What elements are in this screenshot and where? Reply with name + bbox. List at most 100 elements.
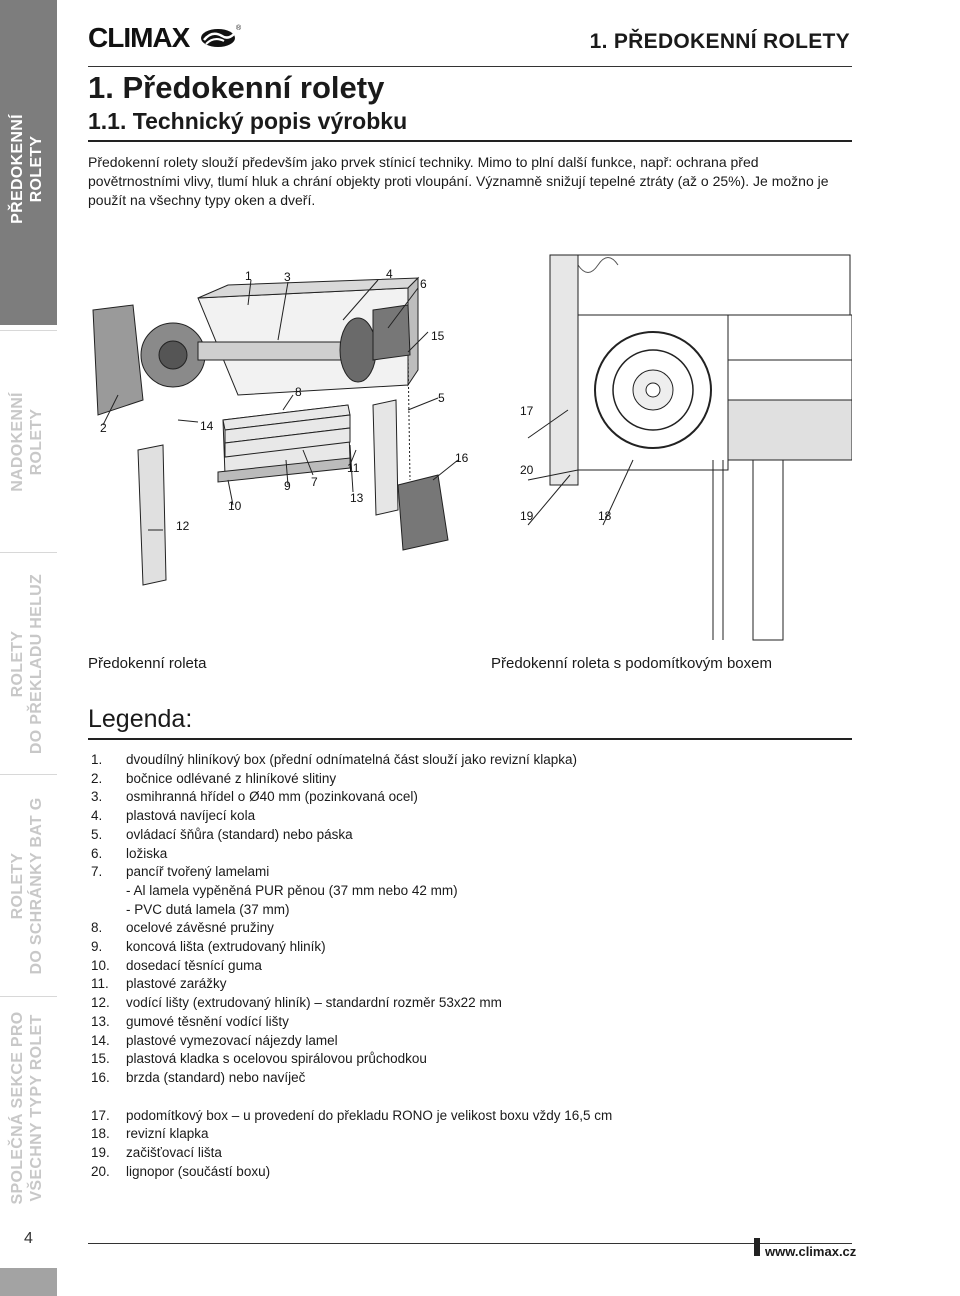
sidebar-label-line1: PŘEDOKENNÍ (9, 114, 26, 224)
svg-text:®: ® (236, 24, 242, 32)
subtitle-divider (88, 140, 852, 142)
legend-item-number: 13. (91, 1013, 110, 1029)
legend-item-text: osmihranná hřídel o Ø40 mm (pozinkovaná … (126, 789, 418, 805)
legend-item-text: gumové těsnění vodící lišty (126, 1013, 289, 1029)
fig-label-3: 3 (284, 270, 291, 284)
caption-left: Předokenní roleta (88, 655, 207, 672)
fig-label-13: 13 (350, 491, 364, 505)
fig-label-18: 18 (598, 509, 612, 523)
sidebar-section-nadokenni[interactable]: NADOKENNÍ ROLETY (0, 330, 57, 551)
legend-item-text: - Al lamela vypěněná PUR pěnou (37 mm ne… (126, 882, 458, 898)
intro-paragraph: Předokenní rolety slouží především jako … (88, 154, 829, 208)
legend-divider (88, 738, 852, 740)
legend-item-text: bočnice odlévané z hliníkové slitiny (126, 770, 337, 786)
legend-item-number (91, 901, 126, 920)
fig-label-7: 7 (311, 475, 318, 489)
legend-item-text: dosedací těsnící guma (126, 957, 262, 973)
sidebar-label-line1: ROLETY (9, 630, 26, 698)
sidebar-section-batg[interactable]: ROLETY DO SCHRÁNKY BAT G (0, 774, 57, 995)
sidebar-label-line2: DO PŘEKLADU HELUZ (28, 573, 45, 755)
footer-url[interactable]: www.climax.cz (765, 1244, 857, 1259)
legend-item-number: 1. (91, 752, 103, 767)
sidebar: PŘEDOKENNÍ ROLETY NADOKENNÍ ROLETY ROLET… (0, 0, 57, 1296)
fig-label-9: 9 (284, 479, 291, 493)
product-figure: 1 3 4 6 15 2 14 8 5 16 7 11 9 10 13 12 1… (88, 250, 853, 650)
caption-right: Předokenní roleta s podomítkovým boxem (491, 655, 772, 672)
legend-item-number: 9. (91, 939, 103, 955)
legend-item-text: plastová navíjecí kola (126, 808, 256, 824)
fig-label-19: 19 (520, 509, 534, 523)
legend-item-number (91, 882, 126, 901)
sidebar-section-spolecna[interactable]: SPOLEČNÁ SEKCE PRO VŠECHNY TYPY ROLET (0, 996, 57, 1217)
page-number-block (0, 1268, 57, 1296)
fig-label-16: 16 (455, 451, 469, 465)
legend-item-text: - PVC dutá lamela (37 mm) (126, 901, 290, 917)
legend-item-number: 11. (91, 976, 109, 992)
legend-item: 2.bočnice odlévané z hliníkové slitiny (91, 770, 851, 789)
legend-item-text: začišťovací lišta (126, 1145, 222, 1161)
fig-label-10: 10 (228, 499, 242, 513)
legend-item-text: plastové vymezovací nájezdy lamel (126, 1032, 338, 1048)
legend-item-number: 17. (91, 1107, 110, 1123)
legend-item-text: brzda (standard) nebo navíječ (126, 1069, 306, 1085)
legend-item: 14.plastové vymezovací nájezdy lamel (91, 1032, 851, 1051)
fig-label-15: 15 (431, 329, 445, 343)
legend-item-text: pancíř tvořený lamelami (126, 864, 270, 880)
climax-logo: CLIMAX ® (88, 22, 243, 57)
legend-item: 5. ovládací šňůra (standard) nebo páska (91, 826, 851, 845)
sidebar-label-line1: ROLETY (9, 852, 26, 920)
legend-item-text: ložiska (126, 845, 168, 861)
podomitkovy-box-drawing (527, 254, 853, 641)
legend-item: 7.pancíř tvořený lamelami (91, 863, 851, 882)
sidebar-label-line2: VŠECHNY TYPY ROLET (28, 1014, 45, 1202)
legend-item-number: 12. (91, 995, 110, 1011)
svg-text:CLIMAX: CLIMAX (88, 22, 191, 52)
legend-item-number: 15. (91, 1051, 110, 1067)
fig-label-5: 5 (438, 391, 445, 405)
legend-item: 10.dosedací těsnící guma (91, 957, 851, 976)
section-header-title: 1. PŘEDOKENNÍ ROLETY (589, 30, 850, 53)
legend-list: 1. dvoudílný hliníkový box (přední odníma… (91, 751, 851, 1181)
legend-item-number: 18. (91, 1126, 110, 1142)
legend-item: 8.ocelové závěsné pružiny (91, 919, 851, 938)
footer-divider (88, 1243, 852, 1244)
legend-item: 11.plastové zarážky (91, 975, 851, 994)
fig-label-1: 1 (245, 269, 252, 283)
sidebar-label-line2: ROLETY (28, 135, 45, 203)
legend-item: 20.lignopor (součástí boxu) (91, 1163, 851, 1182)
legend-item-text: ovládací šňůra (standard) nebo páska (126, 826, 353, 842)
sidebar-section-predokenni[interactable]: PŘEDOKENNÍ ROLETY (0, 0, 57, 325)
legend-item-text: dvoudílný hliníkový box (přední odnímate… (126, 752, 577, 767)
header-divider (88, 66, 852, 67)
legend-item: 9. koncová lišta (extrudovaný hliník) (91, 938, 851, 957)
legend-item: 13. gumové těsnění vodící lišty (91, 1013, 851, 1032)
fig-label-8: 8 (295, 385, 302, 399)
legend-item: 1. dvoudílný hliníkový box (přední odníma… (91, 751, 851, 770)
legend-item-number: 8. (91, 920, 103, 936)
legend-item-text: plastová kladka s ocelovou spirálovou pr… (126, 1051, 427, 1067)
fig-label-20: 20 (520, 463, 534, 477)
figure-number-labels: 1 3 4 6 15 2 14 8 5 16 7 11 9 10 13 12 1… (100, 267, 612, 533)
exploded-roleta-drawing (92, 276, 459, 586)
legend-item: 3.osmihranná hřídel o Ø40 mm (pozinkovan… (91, 788, 851, 807)
fig-label-6: 6 (420, 277, 427, 291)
legend-item: 12. vodící lišty (extrudovaný hliník) – s… (91, 994, 851, 1013)
fig-label-2: 2 (100, 421, 107, 435)
sidebar-section-heluz[interactable]: ROLETY DO PŘEKLADU HELUZ (0, 552, 57, 773)
sidebar-label-line2: ROLETY (28, 408, 45, 476)
sidebar-label-line2: DO SCHRÁNKY BAT G (28, 797, 45, 975)
legend-item: 4.plastová navíjecí kola (91, 807, 851, 826)
legend-title: Legenda: (88, 705, 193, 733)
legend-item: 18.revizní klapka (91, 1125, 851, 1144)
legend-item-text: koncová lišta (extrudovaný hliník) (126, 939, 326, 955)
legend-item-text: lignopor (součástí boxu) (126, 1163, 271, 1179)
fig-label-17: 17 (520, 404, 534, 418)
legend-item: 16.brzda (standard) nebo navíječ (91, 1069, 851, 1088)
legend-item-text: vodící lišty (extrudovaný hliník) – stan… (126, 995, 502, 1011)
legend-item-number: 5. (91, 826, 103, 842)
legend-item-number: 6. (91, 845, 103, 861)
legend-item: - Al lamela vypěněná PUR pěnou (37 mm ne… (91, 882, 851, 901)
fig-label-12: 12 (176, 519, 190, 533)
legend-item: - PVC dutá lamela (37 mm) (91, 901, 851, 920)
legend-item: 15. plastová kladka s ocelovou spirálovou… (91, 1050, 851, 1069)
